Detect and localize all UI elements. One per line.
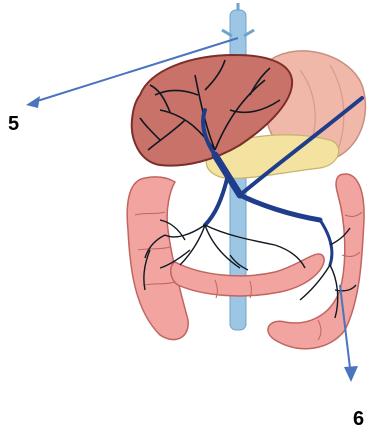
label-5: 5 xyxy=(8,113,19,136)
label-6: 6 xyxy=(353,408,364,431)
